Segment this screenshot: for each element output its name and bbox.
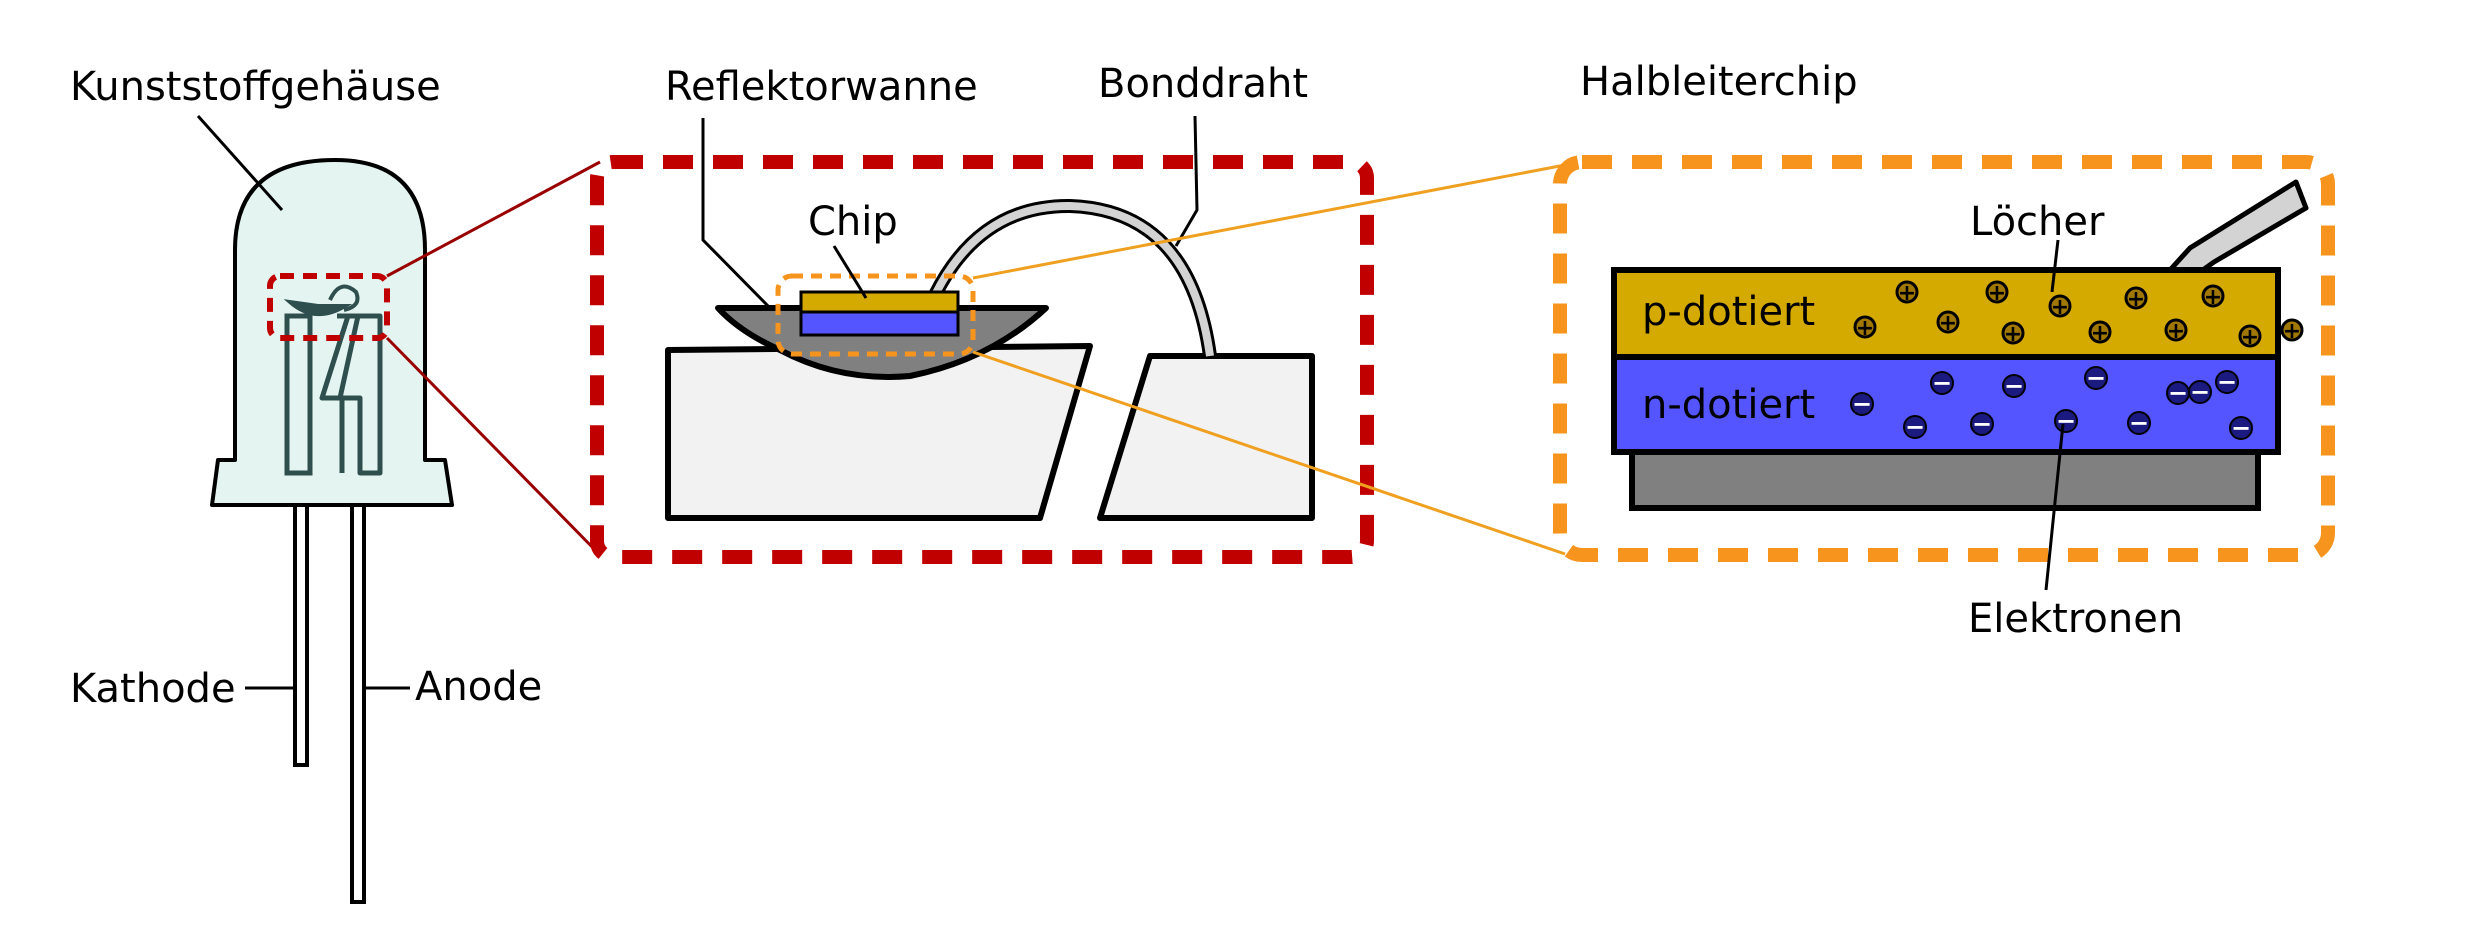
electron-marker — [2215, 370, 2239, 394]
hole-marker — [2201, 284, 2225, 308]
reflector-panel — [590, 155, 1374, 564]
anode-block — [1097, 353, 1315, 521]
electron-sign: − — [2056, 407, 2076, 435]
substrate-layer — [1629, 449, 2261, 511]
chip-bond-wire — [2167, 179, 2309, 275]
p-doped-label: p-dotiert — [1642, 289, 1815, 335]
electron-marker — [1970, 412, 1994, 436]
bonddraht-leader — [1174, 115, 1199, 247]
led-housing — [210, 158, 454, 507]
electron-sign: − — [1905, 413, 1925, 441]
chip-p-layer — [799, 290, 960, 314]
anode-label: Anode — [415, 664, 542, 710]
electron-marker — [2054, 409, 2078, 433]
semiconductor-panel: ++++++++++++ −−−−−−−−−−−− — [1553, 155, 2335, 562]
anode-frame-inner — [319, 315, 351, 473]
n-doped-label: n-dotiert — [1642, 382, 1815, 428]
hole-marker — [2238, 324, 2262, 348]
hole-marker — [2280, 318, 2304, 342]
hole-marker — [2001, 321, 2025, 345]
hole-sign: + — [2004, 322, 2022, 347]
electron-sign: − — [1852, 390, 1872, 418]
hole-sign: + — [2167, 319, 2185, 344]
hole-sign: + — [1939, 311, 1957, 336]
holes-leader — [2050, 239, 2060, 293]
electron-marker — [1930, 371, 1954, 395]
cathode-lead — [293, 468, 309, 767]
electrons-leader — [2044, 423, 2065, 591]
orange-connector-top — [972, 163, 1566, 280]
electron-marker — [2229, 416, 2253, 440]
hole-marker — [1936, 310, 1960, 334]
reflector-leader — [701, 118, 774, 312]
electron-sign: − — [2004, 372, 2024, 400]
housing-label: Kunststoffgehäuse — [70, 64, 441, 110]
electron-sign: − — [2231, 414, 2251, 442]
electrons-group: −−−−−−−−−−−− — [1850, 364, 2253, 442]
hole-sign: + — [2283, 319, 2301, 344]
housing-leader — [196, 115, 284, 211]
hole-sign: + — [2127, 287, 2145, 312]
zoom-box-chip — [775, 273, 976, 357]
hole-marker — [2164, 318, 2188, 342]
mini-bond-wire — [328, 284, 360, 312]
hole-marker — [2048, 294, 2072, 318]
electron-marker — [1903, 415, 1927, 439]
hole-marker — [2124, 286, 2148, 310]
electron-sign: − — [2129, 409, 2149, 437]
electron-sign: − — [2217, 368, 2237, 396]
bond-wire-fill — [931, 201, 1214, 357]
hole-marker — [1985, 280, 2009, 304]
electron-sign: − — [1932, 369, 1952, 397]
red-connector-top — [386, 160, 601, 278]
holes-group: + + + + + + + + + + + + — [1853, 280, 2304, 350]
anode-lead — [350, 468, 366, 904]
reflector-label: Reflektorwanne — [665, 64, 978, 110]
hole-sign: + — [2241, 325, 2259, 350]
electron-marker — [2188, 380, 2212, 404]
hole-marker — [1895, 280, 1919, 304]
electron-marker — [2002, 374, 2026, 398]
mini-reflector — [283, 299, 353, 316]
zoom-box-large — [590, 155, 1374, 564]
chip-leader — [832, 245, 868, 299]
hole-sign: + — [1898, 281, 1916, 306]
semiconductor-chip-label: Halbleiterchip — [1580, 59, 1858, 105]
electron-sign: − — [1972, 410, 1992, 438]
holes-label: Löcher — [1970, 199, 2105, 245]
cathode-frame — [284, 313, 313, 476]
electron-sign: − — [2168, 379, 2188, 407]
chip-label: Chip — [808, 199, 898, 245]
electron-marker — [2084, 366, 2108, 390]
electrons-label: Elektronen — [1968, 596, 2183, 642]
electron-sign: − — [2190, 378, 2210, 406]
hole-marker — [1853, 315, 1877, 339]
hole-sign: + — [1988, 281, 2006, 306]
zoom-box-semiconductor — [1553, 155, 2335, 562]
electron-marker — [2127, 411, 2151, 435]
hole-marker — [2088, 320, 2112, 344]
chip-n-layer — [799, 310, 960, 337]
electron-marker — [1850, 392, 1874, 416]
hole-sign: + — [2091, 321, 2109, 346]
orange-connector-bottom — [972, 350, 1566, 556]
hole-sign: + — [1856, 316, 1874, 341]
cathode-label: Kathode — [70, 666, 236, 712]
zoom-box-small — [267, 273, 390, 341]
led-overview — [210, 158, 454, 904]
bond-wire-label: Bonddraht — [1098, 61, 1308, 107]
electron-sign: − — [2086, 364, 2106, 392]
red-connector-bottom — [385, 336, 602, 557]
hole-sign: + — [2204, 285, 2222, 310]
hole-sign: + — [2051, 295, 2069, 320]
